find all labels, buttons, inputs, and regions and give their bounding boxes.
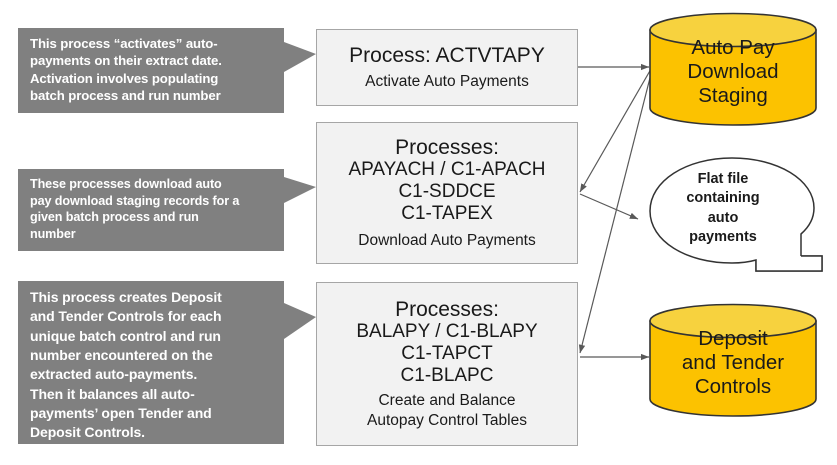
process-balance-code-1: BALAPY / C1-BLAPY bbox=[356, 321, 538, 343]
process-download-code-3: C1-TAPEX bbox=[401, 203, 493, 225]
flat-file-line-4: payments bbox=[689, 229, 757, 246]
activate-callout-line-1: This process “activates” auto- bbox=[30, 36, 218, 51]
download-callout-line-4: number bbox=[30, 226, 76, 241]
process-balance[interactable]: Processes: BALAPY / C1-BLAPY C1-TAPCT C1… bbox=[316, 282, 578, 446]
flat-file-bubble[interactable]: Flat file containing auto payments bbox=[636, 156, 826, 278]
deposit-callout-line-6: Then it balances all auto- bbox=[30, 385, 195, 402]
download-callout-tail bbox=[284, 177, 316, 203]
deposit-callout-line-2: and Tender Controls for each bbox=[30, 308, 222, 325]
process-download-title: Processes: bbox=[395, 135, 499, 159]
staging-line-1: Auto Pay bbox=[691, 36, 775, 59]
deposit-callout-tail bbox=[284, 303, 316, 339]
activate-callout-line-4: batch process and run number bbox=[30, 88, 221, 104]
process-download[interactable]: Processes: APAYACH / C1-APACH C1-SDDCE C… bbox=[316, 122, 578, 264]
deposit-and-tender-controls-cylinder[interactable]: Deposit and Tender Controls bbox=[649, 303, 817, 417]
connector-download-to-flat-file bbox=[579, 193, 639, 220]
deposit-callout-line-3: unique batch control and run bbox=[30, 327, 221, 344]
deposit-callout-line-1: This process creates Deposit bbox=[30, 289, 222, 305]
deposit-and-tender-controls-label: Deposit and Tender Controls bbox=[649, 327, 817, 399]
activate-callout-line-3: Activation involves populating bbox=[30, 70, 219, 86]
controls-line-1: Deposit bbox=[698, 327, 768, 350]
download-callout-line-3: given batch process and run bbox=[30, 210, 199, 225]
activate-callout-tail bbox=[284, 42, 316, 72]
flat-file-shape bbox=[649, 157, 823, 272]
deposit-callout: This process creates Deposit and Tender … bbox=[18, 281, 316, 444]
process-balance-subtitle-1: Create and Balance bbox=[378, 391, 516, 409]
process-activate[interactable]: Process: ACTVTAPY Activate Auto Payments bbox=[316, 29, 578, 106]
controls-line-3: Controls bbox=[694, 374, 772, 398]
process-balance-title: Processes: bbox=[395, 297, 499, 321]
process-balance-code-3: C1-BLAPC bbox=[400, 365, 494, 387]
download-callout: These processes download auto pay downlo… bbox=[18, 169, 316, 251]
deposit-callout-line-7: payments’ open Tender and bbox=[30, 404, 212, 421]
deposit-callout-line-5: extracted auto-payments. bbox=[30, 366, 198, 383]
staging-line-3: Staging bbox=[698, 83, 768, 107]
cylinder-shape bbox=[649, 303, 817, 417]
download-callout-line-1: These processes download auto bbox=[30, 177, 222, 191]
process-download-subtitle-1: Download Auto Payments bbox=[358, 232, 536, 250]
process-balance-subtitle-2: Autopay Control Tables bbox=[367, 411, 527, 429]
process-balance-code-2: C1-TAPCT bbox=[401, 343, 493, 365]
flat-file-label: Flat file containing auto payments bbox=[642, 170, 804, 248]
deposit-callout-line-8: Deposit Controls. bbox=[30, 424, 145, 441]
controls-line-2: and Tender bbox=[681, 350, 785, 374]
flat-file-line-3: auto bbox=[707, 209, 739, 226]
activate-callout-line-2: payments on their extract date. bbox=[30, 53, 222, 69]
process-activate-title: Process: ACTVTAPY bbox=[349, 43, 545, 67]
download-callout-line-2: pay download staging records for a bbox=[30, 193, 240, 208]
flat-file-line-2: containing bbox=[686, 190, 760, 207]
deposit-callout-line-4: number encountered on the bbox=[30, 346, 213, 363]
process-activate-subtitle-1: Activate Auto Payments bbox=[365, 73, 529, 91]
process-download-code-2: C1-SDDCE bbox=[398, 181, 496, 203]
auto-pay-download-staging-cylinder[interactable]: Auto Pay Download Staging bbox=[649, 12, 817, 126]
flat-file-line-1: Flat file bbox=[697, 171, 749, 187]
auto-pay-download-staging-label: Auto Pay Download Staging bbox=[649, 36, 817, 108]
cylinder-shape bbox=[649, 12, 817, 126]
staging-line-2: Download bbox=[687, 59, 779, 83]
activate-callout: This process “activates” auto- payments … bbox=[18, 28, 316, 113]
process-download-code-1: APAYACH / C1-APACH bbox=[348, 159, 546, 181]
